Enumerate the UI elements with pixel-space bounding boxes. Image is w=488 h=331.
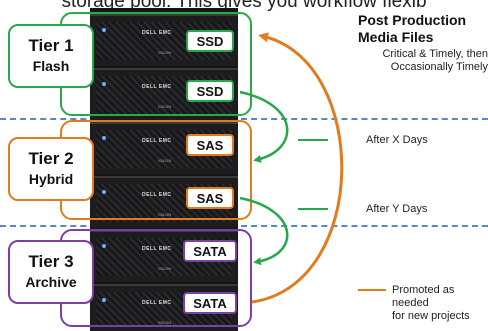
tier2-type: Hybrid: [28, 171, 74, 187]
media-subtitle: Critical & Timely, then Occasionally Tim…: [382, 48, 488, 73]
disk-badge-sas-1: SAS: [186, 134, 234, 156]
note-after-y-days: After Y Days: [366, 203, 428, 215]
tier-divider-1: [0, 118, 488, 120]
disk-badge-ssd-2: SSD: [186, 80, 234, 102]
tier2-label: Tier 2 Hybrid: [8, 137, 94, 201]
tier3-name: Tier 3: [28, 252, 74, 271]
tier2-name: Tier 2: [28, 149, 74, 168]
disk-badge-sata-2: SATA: [183, 292, 237, 314]
tier3-label: Tier 3 Archive: [8, 240, 94, 304]
tier-divider-2: [0, 225, 488, 227]
move-arrow-sas-to-sata: [239, 196, 289, 266]
note-promoted: Promoted as needed for new projects: [392, 284, 470, 322]
disk-badge-sas-2: SAS: [186, 187, 234, 209]
tier1-label: Tier 1 Flash: [8, 24, 94, 88]
disk-badge-ssd-1: SSD: [186, 30, 234, 52]
tier1-name: Tier 1: [28, 36, 74, 55]
tier3-type: Archive: [25, 274, 77, 290]
tier1-type: Flash: [32, 58, 70, 74]
media-title: Post Production Media Files: [358, 12, 467, 45]
move-arrow-ssd-to-sas: [239, 90, 289, 163]
disk-badge-sata-1: SATA: [183, 240, 237, 262]
note-after-x-days: After X Days: [366, 134, 428, 146]
promote-arrow: [251, 32, 344, 304]
